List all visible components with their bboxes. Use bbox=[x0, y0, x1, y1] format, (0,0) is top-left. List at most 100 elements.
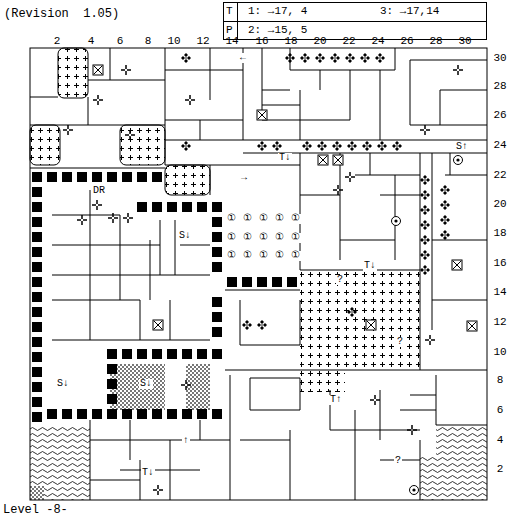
treasure-icon bbox=[362, 141, 372, 151]
block-square bbox=[32, 382, 42, 392]
map-marker: ? bbox=[394, 456, 402, 466]
trap-icon bbox=[452, 260, 462, 270]
axis-number: 26 bbox=[493, 110, 506, 121]
encounter-number: ① bbox=[274, 251, 285, 261]
treasure-icon bbox=[302, 141, 312, 151]
axis-number: 28 bbox=[429, 36, 442, 47]
monster-icon bbox=[345, 172, 355, 182]
block-square bbox=[212, 327, 222, 337]
treasure-icon bbox=[272, 141, 282, 151]
treasure-icon bbox=[420, 265, 430, 275]
block-square bbox=[167, 349, 177, 359]
encounter-number: ① bbox=[290, 251, 301, 261]
treasure-icon bbox=[420, 220, 430, 230]
axis-number: 10 bbox=[493, 347, 506, 358]
treasure-icon bbox=[440, 200, 450, 210]
block-square bbox=[152, 172, 162, 182]
encounter-number: ① bbox=[290, 214, 301, 224]
monster-icon bbox=[63, 125, 73, 135]
encounter-number: ① bbox=[258, 251, 269, 261]
map-marker: T↓ bbox=[363, 261, 377, 271]
map-marker: ? bbox=[396, 337, 404, 347]
block-square bbox=[152, 202, 162, 212]
treasure-icon bbox=[347, 141, 357, 151]
treasure-icon bbox=[300, 53, 310, 63]
monster-icon bbox=[333, 185, 343, 195]
block-square bbox=[197, 202, 207, 212]
block-square bbox=[77, 172, 87, 182]
map-marker: DR bbox=[92, 186, 106, 196]
block-square bbox=[182, 202, 192, 212]
block-square bbox=[32, 172, 42, 182]
monster-icon bbox=[108, 213, 118, 223]
map-marker: → bbox=[240, 173, 248, 183]
block-square bbox=[32, 217, 42, 227]
table-cell: 3: →17,14 bbox=[380, 6, 439, 17]
axis-number: 16 bbox=[493, 258, 506, 269]
block-square bbox=[212, 217, 222, 227]
block-square bbox=[212, 202, 222, 212]
treasure-icon bbox=[347, 307, 357, 317]
block-square bbox=[122, 349, 132, 359]
monster-icon bbox=[125, 130, 135, 140]
block-square bbox=[197, 409, 207, 419]
monster-icon bbox=[93, 95, 103, 105]
treasure-icon bbox=[317, 141, 327, 151]
encounter-number: ① bbox=[274, 214, 285, 224]
block-square bbox=[242, 277, 252, 287]
block-square bbox=[137, 409, 147, 419]
axis-number: 12 bbox=[493, 317, 506, 328]
axis-number: 24 bbox=[371, 36, 384, 47]
map-marker: S↓ bbox=[178, 231, 192, 241]
trap-icon bbox=[366, 320, 376, 330]
treasure-icon bbox=[315, 53, 325, 63]
treasure-icon bbox=[330, 53, 340, 63]
block-square bbox=[167, 202, 177, 212]
map-title: (Revision 1.05) bbox=[4, 8, 119, 20]
block-square bbox=[137, 349, 147, 359]
axis-number: 10 bbox=[167, 36, 180, 47]
map-marker: ? bbox=[336, 275, 344, 285]
encounter-number: ① bbox=[242, 233, 253, 243]
block-square bbox=[32, 412, 42, 422]
treasure-icon bbox=[392, 141, 402, 151]
treasure-icon bbox=[440, 185, 450, 195]
treasure-icon bbox=[420, 190, 430, 200]
block-square bbox=[92, 172, 102, 182]
encounter-number: ① bbox=[274, 233, 285, 243]
block-square bbox=[212, 297, 222, 307]
treasure-icon bbox=[242, 320, 252, 330]
block-square bbox=[32, 202, 42, 212]
block-square bbox=[287, 277, 297, 287]
trap-icon bbox=[318, 155, 328, 165]
axis-number: 26 bbox=[400, 36, 413, 47]
encounter-number: ① bbox=[242, 251, 253, 261]
treasure-icon bbox=[181, 53, 191, 63]
treasure-icon bbox=[285, 53, 295, 63]
axis-number: 16 bbox=[255, 36, 268, 47]
monster-icon bbox=[370, 395, 380, 405]
axis-number: 14 bbox=[493, 287, 506, 298]
monster-icon bbox=[181, 380, 191, 390]
block-square bbox=[182, 349, 192, 359]
block-square bbox=[167, 409, 177, 419]
map-marker: ↑ bbox=[182, 436, 190, 446]
block-square bbox=[212, 349, 222, 359]
treasure-icon bbox=[420, 175, 430, 185]
table-cell: T bbox=[226, 6, 233, 17]
map-marker: S↓ bbox=[56, 379, 70, 389]
encounter-number: ① bbox=[242, 214, 253, 224]
monster-icon bbox=[425, 335, 435, 345]
block-square bbox=[152, 409, 162, 419]
monster-icon bbox=[121, 65, 131, 75]
block-square bbox=[32, 277, 42, 287]
map-marker: S↑ bbox=[455, 142, 469, 152]
block-square bbox=[212, 409, 222, 419]
encounter-number: ① bbox=[258, 233, 269, 243]
block-square bbox=[257, 277, 267, 287]
block-square bbox=[47, 172, 57, 182]
map-marker: S↓ bbox=[139, 379, 153, 389]
block-square bbox=[107, 394, 117, 404]
treasure-icon bbox=[257, 141, 267, 151]
